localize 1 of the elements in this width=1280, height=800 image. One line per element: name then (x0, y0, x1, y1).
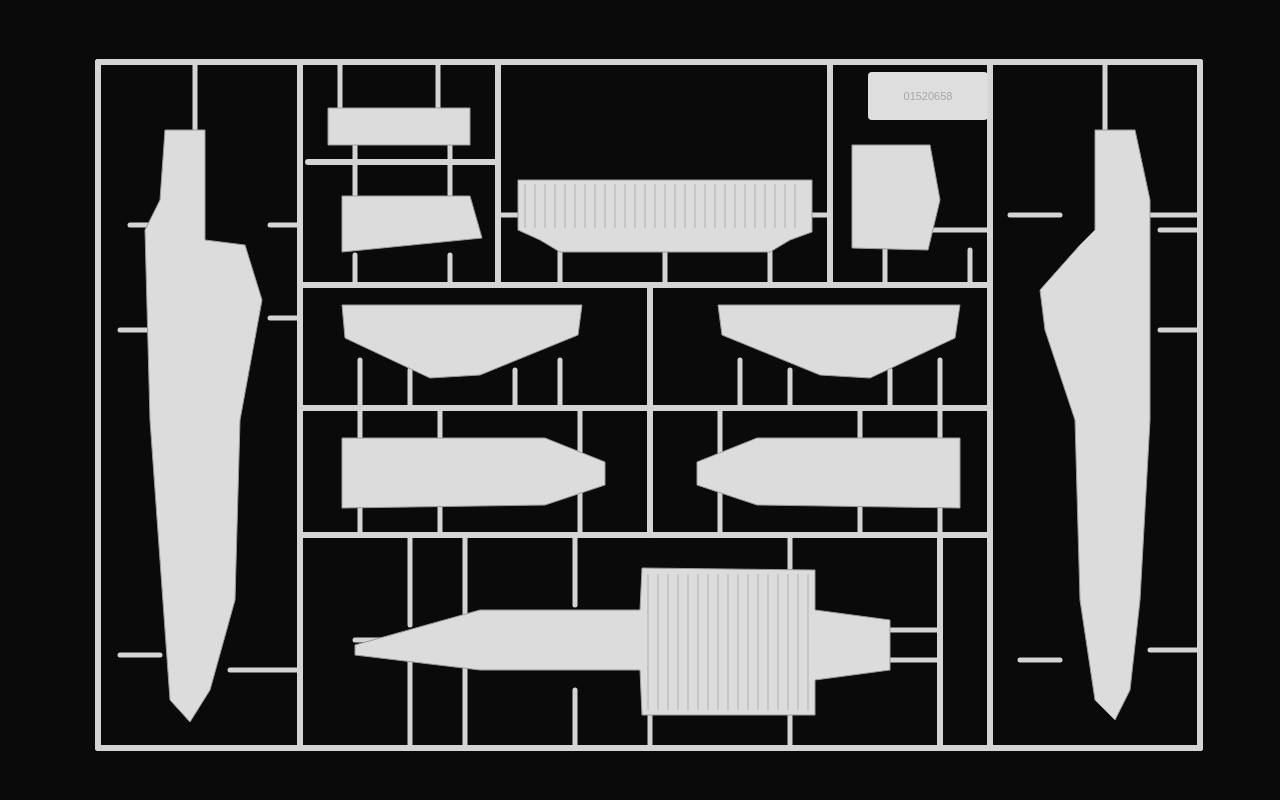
sprue-tag (868, 72, 988, 120)
